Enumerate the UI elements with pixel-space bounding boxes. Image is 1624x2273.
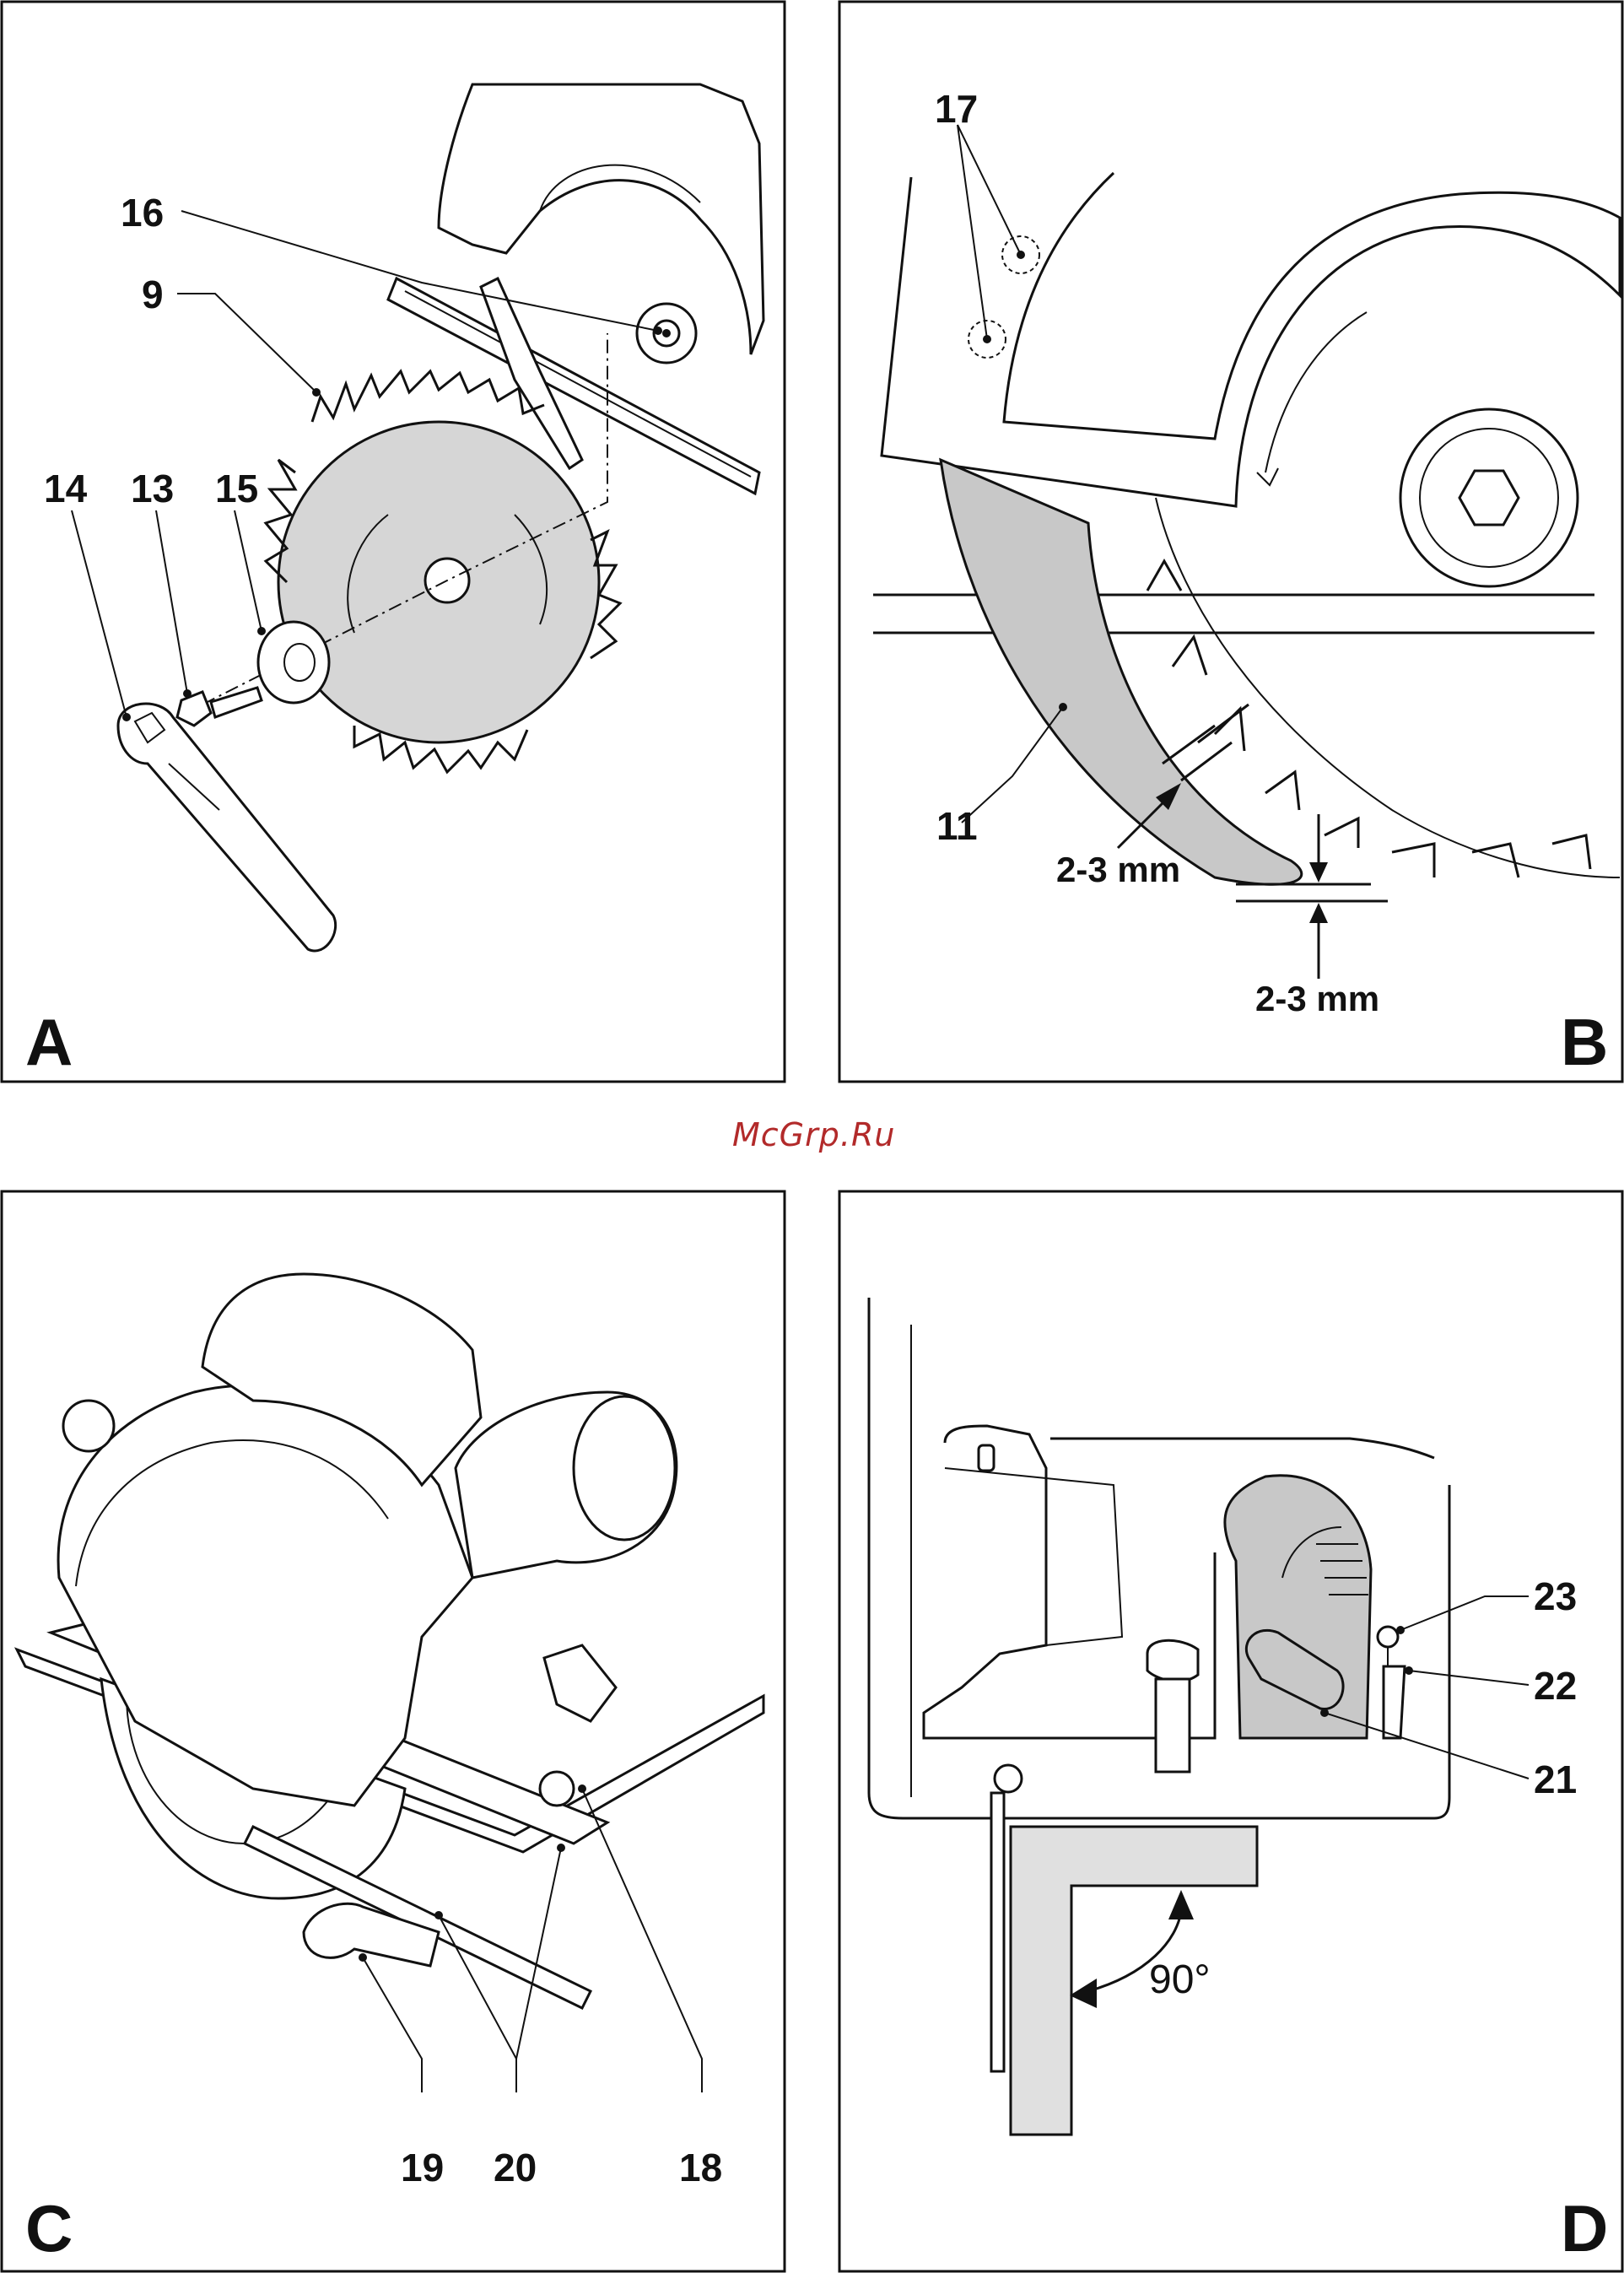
- saw-blade: [991, 1793, 1004, 2071]
- dim-top-tick-a: [1163, 726, 1215, 764]
- dim-top-label: 2-3 mm: [1056, 850, 1180, 889]
- label-14: 14: [44, 467, 88, 510]
- label-13: 13: [131, 467, 174, 510]
- leader-21: [1325, 1713, 1529, 1779]
- dim-bottom-label: 2-3 mm: [1255, 979, 1379, 1018]
- leader-19: [363, 1957, 422, 2092]
- riving-knife: [941, 460, 1302, 884]
- leader-23: [1400, 1596, 1529, 1630]
- leader-13: [156, 510, 187, 694]
- label-11: 11: [936, 804, 978, 848]
- panel-d: 23 22 21 90° D: [839, 1191, 1622, 2271]
- panel-b: 17 11 2-3 mm 2-3 mm B: [839, 2, 1622, 1082]
- leader-20b: [516, 1848, 561, 2059]
- stop-bracket: [1384, 1666, 1405, 1738]
- blade-screw-head: [177, 692, 211, 726]
- depth-post: [1156, 1679, 1190, 1772]
- adjust-screw: [1378, 1627, 1398, 1647]
- panel-b-letter: B: [1561, 1005, 1608, 1079]
- saw-blade: [278, 422, 599, 742]
- blade-screw-shank: [211, 688, 262, 717]
- panel-c: 19 20 18 C: [2, 1191, 785, 2271]
- leader-18: [582, 1789, 702, 2092]
- label-15: 15: [215, 467, 258, 510]
- slot: [979, 1445, 994, 1471]
- leader-14: [72, 510, 127, 717]
- panel-d-letter: D: [1561, 2191, 1608, 2265]
- angle-label: 90°: [1149, 1957, 1211, 2002]
- bevel-knob: [540, 1772, 574, 1806]
- label-9: 9: [142, 273, 164, 316]
- panel-c-letter: C: [25, 2191, 73, 2265]
- front-knob: [63, 1401, 114, 1451]
- depth-knob: [1147, 1640, 1198, 1681]
- label-22: 22: [1534, 1664, 1577, 1708]
- depth-lever: [544, 1645, 616, 1721]
- panel-a: 16 9 14 13 15 A: [2, 2, 785, 1082]
- leader-22: [1409, 1671, 1529, 1685]
- label-19: 19: [401, 2146, 444, 2189]
- outer-flange: [258, 622, 329, 703]
- label-16: 16: [121, 191, 164, 235]
- label-23: 23: [1534, 1574, 1577, 1618]
- watermark: McGrp.Ru: [732, 1116, 895, 1153]
- panel-a-letter: A: [25, 1005, 73, 1079]
- leader-15: [235, 510, 262, 631]
- dim-top-tick-b: [1181, 742, 1232, 780]
- label-20: 20: [494, 2146, 537, 2189]
- rip-fence-bar: [245, 1827, 591, 2008]
- try-square: [1011, 1827, 1257, 2135]
- label-21: 21: [1534, 1757, 1577, 1801]
- label-17: 17: [935, 87, 978, 131]
- blade-screw: [995, 1765, 1022, 1792]
- motor-end: [574, 1396, 675, 1540]
- leader-9: [177, 294, 316, 392]
- label-18: 18: [679, 2146, 722, 2189]
- saw-housing: [439, 84, 763, 354]
